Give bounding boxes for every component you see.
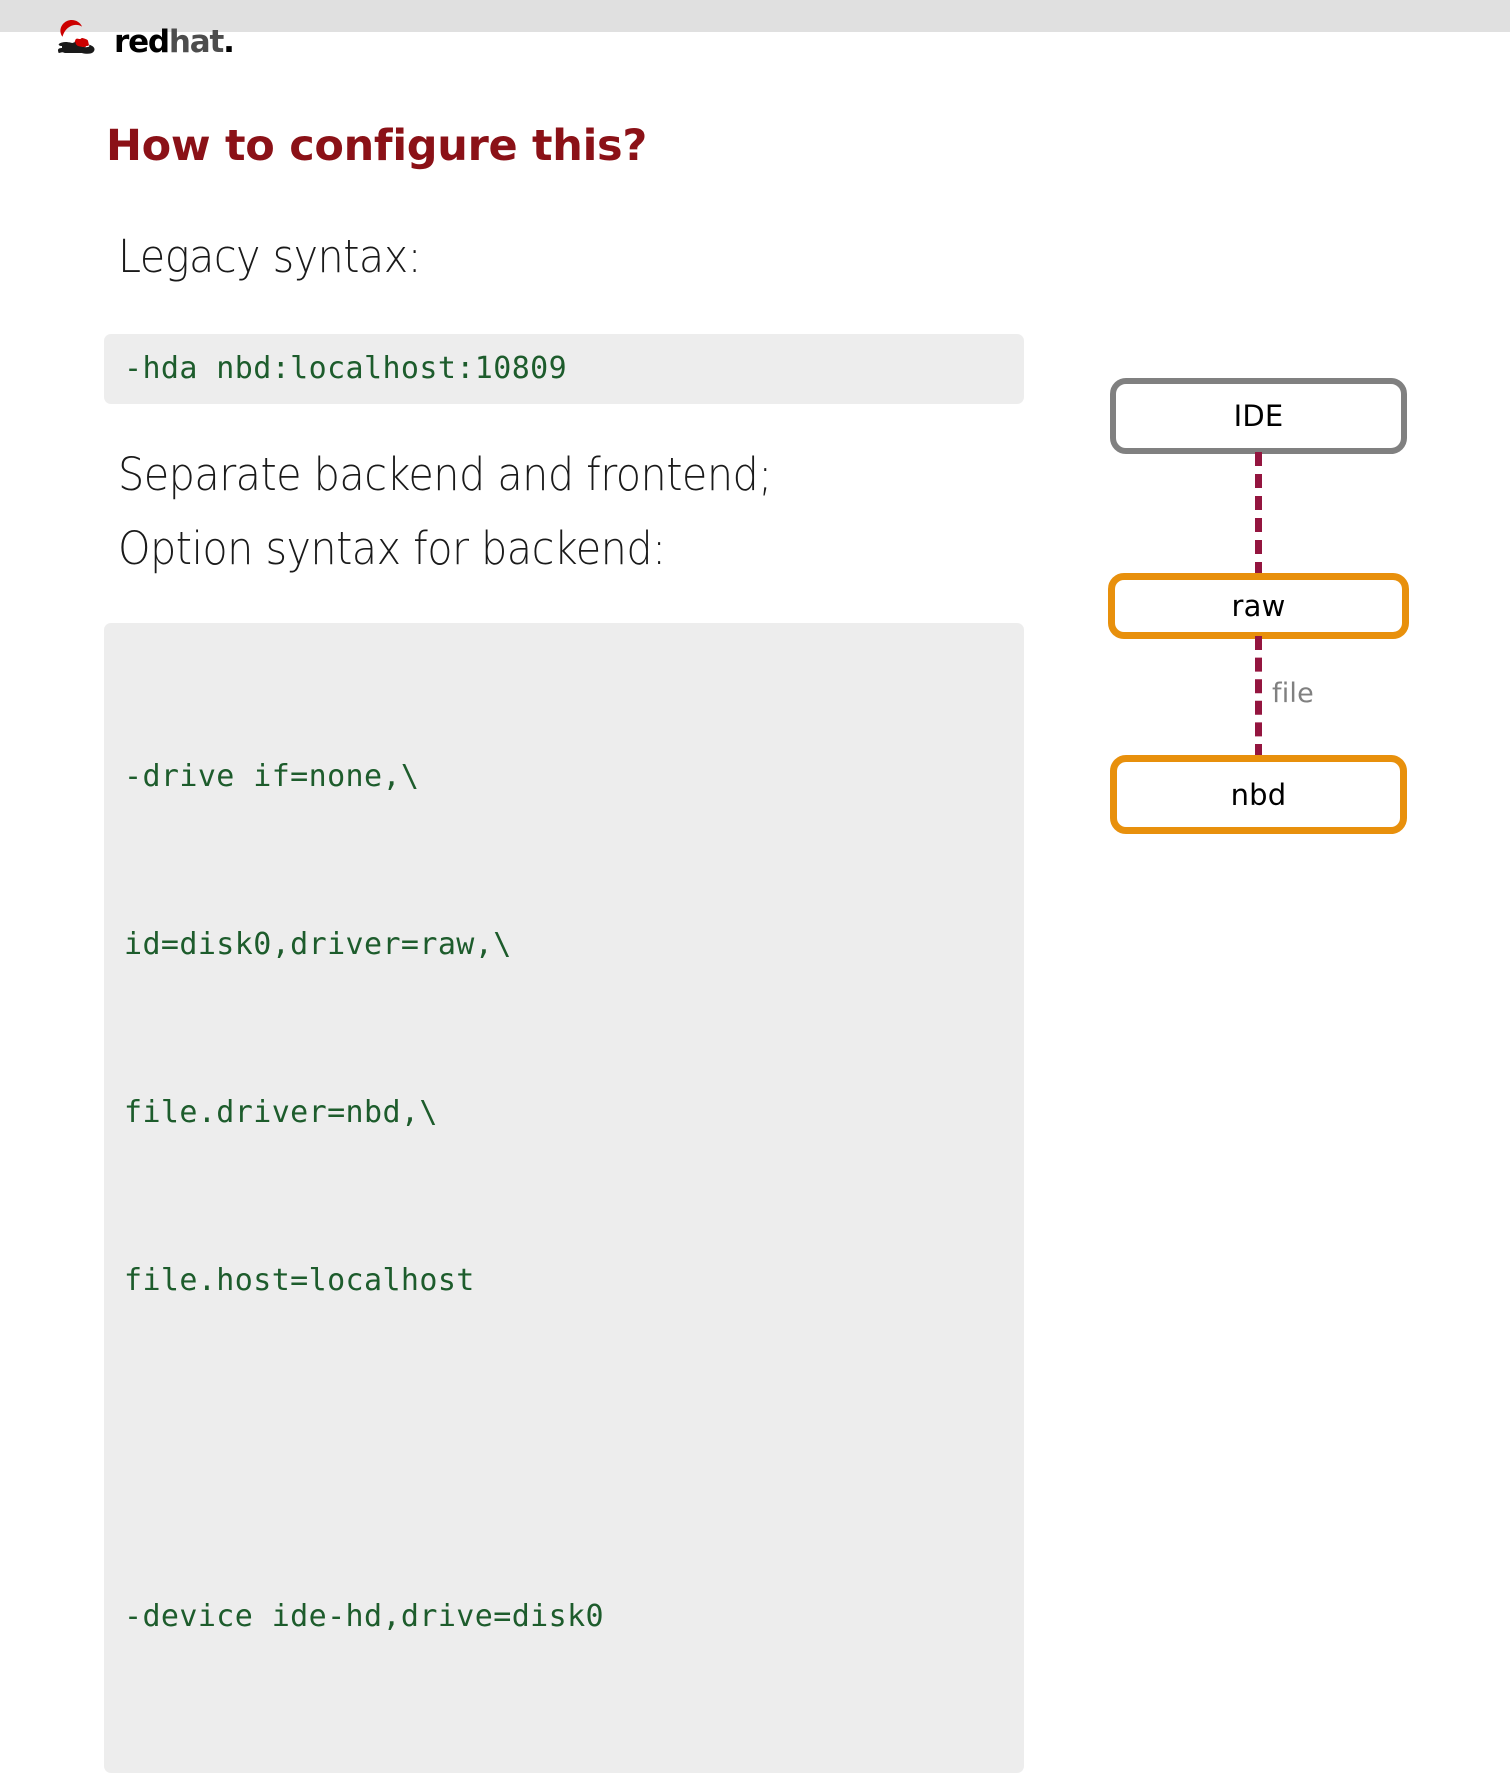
- code-line: -drive if=none,\: [124, 759, 420, 794]
- diagram-node-raw-label: raw: [1231, 589, 1286, 623]
- block-layer-diagram: IDE raw file nbd: [1100, 370, 1430, 850]
- page-title: How to configure this?: [106, 121, 647, 171]
- legacy-syntax-label: Legacy syntax:: [118, 230, 422, 283]
- logo-word-red: red: [114, 23, 170, 60]
- redhat-logo: redhat.: [48, 18, 235, 62]
- diagram-node-nbd: nbd: [1110, 755, 1407, 834]
- header-bar: [0, 0, 1510, 32]
- separate-backend-frontend-line2: Option syntax for backend:: [118, 522, 666, 575]
- diagram-edge-raw-nbd: [1255, 636, 1262, 758]
- code-block-legacy: -hda nbd:localhost:10809: [104, 334, 1024, 404]
- redhat-wordmark: redhat.: [114, 23, 235, 60]
- code-line: id=disk0,driver=raw,\: [124, 927, 512, 962]
- diagram-edge-ide-raw: [1255, 452, 1262, 576]
- code-line-blank: [124, 1421, 1004, 1477]
- separate-backend-frontend-line1: Separate backend and frontend;: [118, 448, 772, 501]
- diagram-node-raw: raw: [1108, 573, 1409, 639]
- diagram-node-nbd-label: nbd: [1230, 777, 1287, 812]
- code-line: file.driver=nbd,\: [124, 1095, 438, 1130]
- diagram-node-ide-label: IDE: [1233, 399, 1284, 433]
- redhat-shadowman-icon: [58, 20, 95, 54]
- logo-word-dot: .: [223, 23, 235, 60]
- code-line: file.host=localhost: [124, 1263, 475, 1298]
- code-line: -device ide-hd,drive=disk0: [124, 1599, 604, 1634]
- code-line: -hda nbd:localhost:10809: [124, 351, 568, 386]
- diagram-node-ide: IDE: [1110, 378, 1407, 454]
- logo-word-hat: hat: [168, 23, 224, 60]
- diagram-edge-label-file: file: [1272, 678, 1314, 709]
- code-block-modern: -drive if=none,\ id=disk0,driver=raw,\ f…: [104, 623, 1024, 1773]
